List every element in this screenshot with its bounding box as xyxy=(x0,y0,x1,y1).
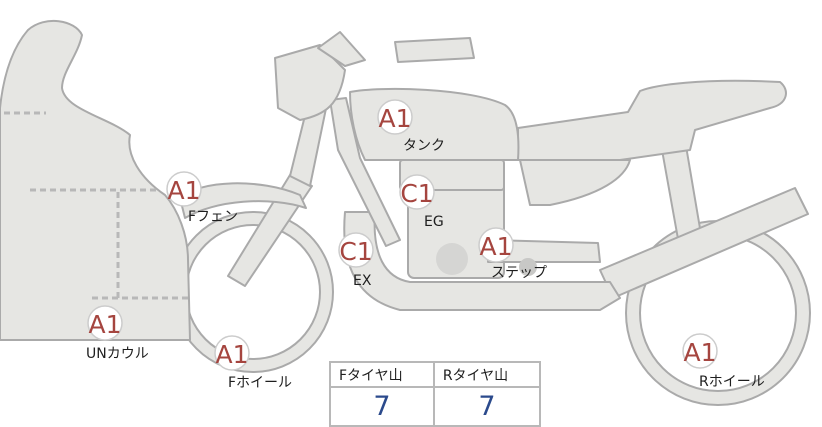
part-f-fender: A1 Fフェン xyxy=(166,171,238,225)
engine-cover-shape xyxy=(436,243,468,275)
part-label: Rホイール xyxy=(699,374,765,390)
handlebar-right-shape xyxy=(394,37,475,63)
grade-text: A1 xyxy=(378,104,411,133)
part-label: EX xyxy=(353,273,372,289)
grade-badge xyxy=(377,99,413,135)
part-r-wheel: A1 Rホイール xyxy=(682,333,765,390)
grade-text: A1 xyxy=(683,338,716,367)
grade-badge xyxy=(87,305,123,341)
grade-text: A1 xyxy=(167,176,200,205)
front-fender-shape xyxy=(179,182,307,219)
grade-text: A1 xyxy=(215,340,248,369)
rear-tire-header: Rタイヤ山 xyxy=(432,361,542,388)
part-label: Fフェン xyxy=(188,209,238,225)
part-step: A1 ステップ xyxy=(478,227,547,281)
cowl-shape xyxy=(0,19,191,341)
grade-badge xyxy=(682,333,718,369)
part-label: ステップ xyxy=(491,265,547,281)
grade-text: C1 xyxy=(339,237,372,266)
grade-badge xyxy=(338,232,374,268)
rear-tire-value: 7 xyxy=(432,386,542,427)
part-label: タンク xyxy=(403,138,445,154)
part-eg: C1 EG xyxy=(399,174,444,230)
part-tank: A1 タンク xyxy=(377,99,445,154)
grade-badge xyxy=(214,335,250,371)
part-label: UNカウル xyxy=(86,346,149,362)
front-tire-value: 7 xyxy=(329,386,435,427)
tire-table-header-row: Fタイヤ山 Rタイヤ山 xyxy=(329,361,542,388)
headlight-shape xyxy=(274,44,346,121)
part-label: EG xyxy=(424,214,444,230)
side-cover-shape xyxy=(519,159,631,206)
step-peg-shape xyxy=(519,258,537,276)
front-tire-header: Fタイヤ山 xyxy=(329,361,435,388)
grade-text: A1 xyxy=(479,232,512,261)
part-f-wheel: A1 Fホイール xyxy=(214,335,292,391)
part-un-cowl: A1 UNカウル xyxy=(86,305,149,362)
seat-shape xyxy=(517,79,787,161)
grade-badge xyxy=(166,171,202,207)
grade-text: A1 xyxy=(88,310,121,339)
grade-badge xyxy=(478,227,514,263)
grade-badge xyxy=(399,174,435,210)
tire-tread-table: Fタイヤ山 Rタイヤ山 7 7 xyxy=(329,361,542,427)
part-ex: C1 EX xyxy=(338,232,374,289)
part-label: Fホイール xyxy=(228,375,292,391)
handlebar-shape xyxy=(317,31,366,67)
grade-text: C1 xyxy=(400,179,433,208)
tire-table-value-row: 7 7 xyxy=(329,386,542,427)
